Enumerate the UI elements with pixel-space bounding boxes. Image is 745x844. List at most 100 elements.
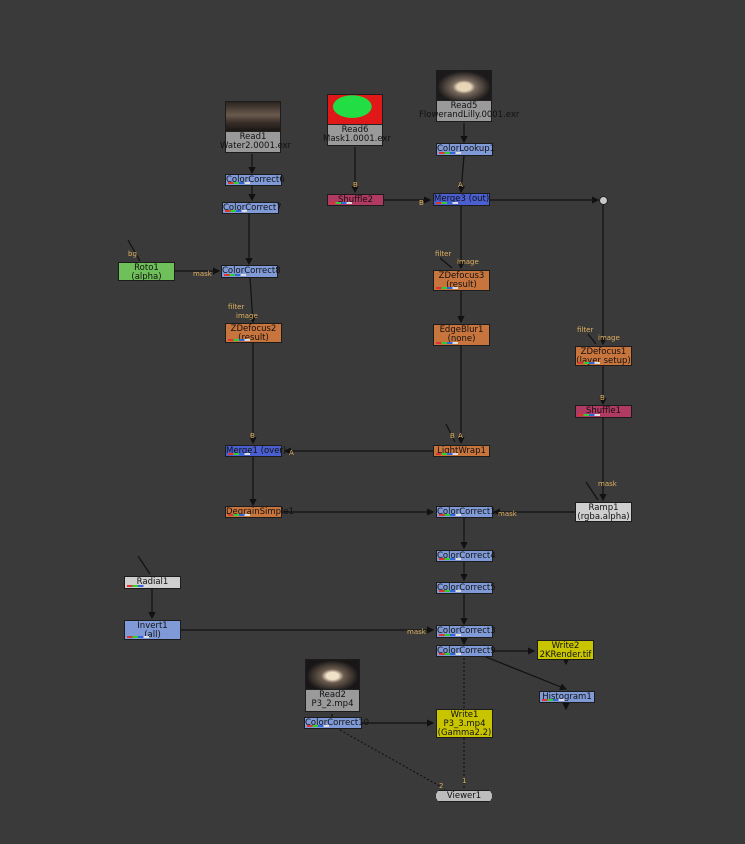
- edgeblur1-node[interactable]: EdgeBlur1 (none): [433, 324, 490, 346]
- colorcorrect9-label: ColorCorrect9: [437, 646, 496, 656]
- edgeblur1-sub: (none): [447, 334, 476, 344]
- read2-node[interactable]: Read2 P3_2.mp4: [305, 659, 360, 712]
- shuffle1-label: Shuffle1: [585, 406, 622, 416]
- lightwrap1-label: LightWrap1: [437, 446, 486, 456]
- colorcorrect1-label: ColorCorrect1: [437, 507, 496, 517]
- colorcorrect3-label: ColorCorrect3: [437, 626, 496, 636]
- pipe-label-image-zd3: image: [457, 258, 479, 266]
- shuffle1-node[interactable]: Shuffle1: [575, 405, 632, 418]
- colorcorrect6-label: ColorCorrect6: [226, 175, 285, 185]
- zdefocus1-node[interactable]: ZDefocus1 (layer setup): [575, 346, 632, 366]
- pipe-label-1-viewer: 1: [462, 777, 467, 785]
- read6-label: Read6: [341, 125, 369, 135]
- pipe-label-2-viewer: 2: [439, 782, 444, 790]
- pipe-label-b-merge1: B: [250, 432, 255, 440]
- write1-colorspace: (Gamma2.2): [437, 728, 492, 738]
- pipe-label-mask-ramp: mask: [598, 480, 617, 488]
- dot-node[interactable]: [599, 196, 608, 205]
- pipe-label-a-merge1: A: [289, 449, 294, 457]
- colorcorrect4-node[interactable]: ColorCorrect4: [436, 550, 496, 562]
- read6-thumbnail: [328, 95, 382, 125]
- colorcorrect8-node[interactable]: ColorCorrect8: [221, 265, 281, 278]
- colorcorrect4-label: ColorCorrect4: [437, 551, 496, 561]
- read1-node[interactable]: Read1 Water2.0001.exr: [220, 101, 291, 153]
- merge3-label: Merge3 (out): [434, 194, 490, 204]
- zdefocus1-label: ZDefocus1: [580, 347, 627, 357]
- degrainsimple-node[interactable]: DegrainSimple1: [225, 506, 295, 518]
- read6-file: Mask1.0001.exr: [323, 134, 391, 144]
- zdefocus2-node[interactable]: ZDefocus2 (result): [225, 323, 282, 343]
- read6-node[interactable]: Read6 Mask1.0001.exr: [323, 94, 391, 146]
- ramp1-sub: (rgba.alpha): [577, 512, 630, 522]
- pipe-label-a-lightwrap: A: [458, 432, 463, 440]
- read1-label: Read1: [239, 132, 267, 142]
- invert1-sub: (all): [144, 630, 161, 640]
- write1-node[interactable]: Write1 P3_3.mp4 (Gamma2.2): [436, 709, 493, 738]
- colorcorrect5-node[interactable]: ColorCorrect5: [436, 582, 496, 594]
- colorcorrect3-node[interactable]: ColorCorrect3: [436, 625, 496, 638]
- colorlookup1-label: ColorLookup1: [437, 144, 496, 154]
- pipe-label-image-zd2: image: [236, 312, 258, 320]
- histogram1-node[interactable]: Histogram1: [539, 691, 595, 703]
- histogram1-label: Histogram1: [542, 692, 592, 702]
- lightwrap1-node[interactable]: LightWrap1: [433, 445, 490, 457]
- read2-thumbnail: [306, 660, 359, 690]
- zdefocus2-label: ZDefocus2: [230, 324, 277, 334]
- pipe-label-mask-cc3: mask: [407, 628, 426, 636]
- read1-file: Water2.0001.exr: [220, 141, 292, 151]
- pipe-label-a-merge3: A: [458, 181, 463, 189]
- invert1-node[interactable]: Invert1 (all): [124, 620, 181, 640]
- radial1-node[interactable]: Radial1: [124, 576, 181, 589]
- write2-label: Write2: [551, 641, 580, 651]
- read1-thumbnail: [226, 102, 280, 132]
- write2-file: 2KRender.tif: [539, 650, 592, 660]
- read5-node[interactable]: Read5 FlowerandLilly.0001.exr: [419, 70, 519, 122]
- ramp1-node[interactable]: Ramp1 (rgba.alpha): [575, 502, 632, 522]
- colorcorrect7-node[interactable]: ColorCorrect7: [222, 202, 282, 214]
- viewer1-node[interactable]: Viewer1: [435, 790, 493, 802]
- zdefocus3-label: ZDefocus3: [438, 271, 485, 281]
- shuffle2-node[interactable]: Shuffle2: [327, 194, 384, 206]
- colorlookup1-node[interactable]: ColorLookup1: [436, 143, 496, 156]
- pipe-label-filter-zd2: filter: [228, 303, 245, 311]
- zdefocus3-node[interactable]: ZDefocus3 (result): [433, 270, 490, 291]
- read5-thumbnail: [437, 71, 491, 101]
- edgeblur1-label: EdgeBlur1: [439, 325, 484, 335]
- viewer1-label: Viewer1: [446, 791, 482, 801]
- colorcorrect10-node[interactable]: ColorCorrect10: [304, 717, 370, 729]
- merge1-node[interactable]: Merge1 (over): [225, 445, 287, 457]
- shuffle2-label: Shuffle2: [337, 195, 374, 205]
- write1-label: Write1: [450, 710, 479, 720]
- pipe-label-bg: bg: [128, 250, 137, 258]
- read2-file: P3_2.mp4: [311, 699, 354, 709]
- colorcorrect9-node[interactable]: ColorCorrect9: [436, 645, 496, 657]
- merge3-node[interactable]: Merge3 (out): [433, 193, 490, 206]
- roto1-node[interactable]: Roto1 (alpha): [118, 262, 175, 282]
- pipe-label-mask-roto: mask: [193, 270, 212, 278]
- read5-label: Read5: [450, 101, 478, 111]
- pipe-label-filter-zd3: filter: [435, 250, 452, 258]
- ramp1-label: Ramp1: [588, 503, 619, 513]
- radial1-label: Radial1: [136, 577, 169, 587]
- merge1-label: Merge1 (over): [226, 446, 287, 456]
- invert1-label: Invert1: [137, 621, 168, 631]
- roto1-sub: (alpha): [131, 272, 162, 282]
- colorcorrect10-label: ColorCorrect10: [305, 718, 370, 728]
- colorcorrect6-node[interactable]: ColorCorrect6: [225, 174, 285, 186]
- write1-file: P3_3.mp4: [443, 719, 486, 729]
- colorcorrect7-label: ColorCorrect7: [223, 203, 282, 213]
- colorcorrect5-label: ColorCorrect5: [437, 583, 496, 593]
- zdefocus1-sub: (layer setup): [576, 356, 631, 366]
- pipe-label-b-merge3: B: [419, 199, 424, 207]
- pipe-label-filter-zd1: filter: [577, 326, 594, 334]
- roto1-label: Roto1: [134, 263, 159, 273]
- pipe-label-mask-cc1: mask: [498, 510, 517, 518]
- degrainsimple-label: DegrainSimple1: [226, 507, 295, 517]
- colorcorrect1-node[interactable]: ColorCorrect1: [436, 506, 496, 518]
- read2-label: Read2: [319, 690, 346, 700]
- write2-node[interactable]: Write2 2KRender.tif: [537, 640, 594, 660]
- zdefocus3-sub: (result): [446, 280, 477, 290]
- pipe-label-b-lightwrap: B: [450, 432, 455, 440]
- read5-file: FlowerandLilly.0001.exr: [419, 110, 520, 120]
